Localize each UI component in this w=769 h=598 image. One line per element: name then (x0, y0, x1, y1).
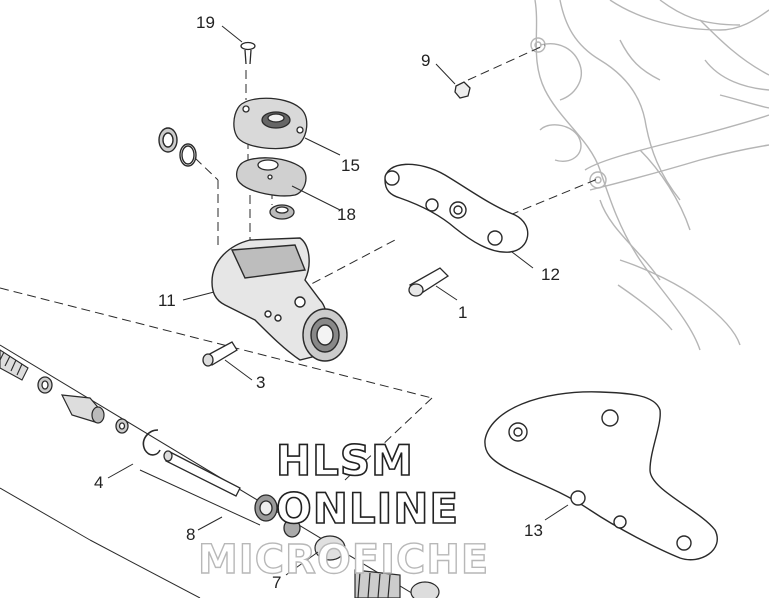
callout-4: 4 (94, 473, 104, 492)
reservoir-cover-part-15 (233, 97, 308, 150)
assembly-axis-lines (0, 344, 421, 598)
bolt-part-1 (408, 267, 450, 297)
callout-leader-lines (107, 25, 569, 576)
gasket-part-18 (235, 157, 307, 197)
callout-9: 9 (421, 51, 431, 70)
piston-part (60, 394, 105, 424)
small-washer-part (115, 418, 129, 434)
watermark-line-1: HLSM (275, 436, 414, 485)
push-rod-part (163, 450, 241, 497)
spring-part (0, 349, 29, 381)
screw-part-19 (240, 41, 256, 65)
callout-11: 11 (158, 291, 176, 310)
seal-rings (158, 127, 197, 167)
callout-19: 19 (196, 13, 215, 32)
snap-ring-part-4 (142, 429, 161, 456)
callout-3: 3 (256, 373, 266, 392)
callout-1: 1 (458, 303, 468, 322)
callout-12: 12 (541, 265, 560, 284)
boot-part-8 (254, 494, 301, 538)
callout-15: 15 (341, 156, 360, 175)
bracket-part-13 (484, 391, 718, 561)
frame-background-drawing (530, 0, 769, 351)
dashed-leader-lines (0, 44, 601, 481)
watermark-line-3: MICROFICHE (197, 537, 490, 583)
washer-part (37, 376, 53, 394)
watermark-line-2: ONLINE (275, 484, 460, 533)
bracket-part-12 (384, 163, 529, 253)
callout-18: 18 (337, 205, 356, 224)
callout-7: 7 (272, 573, 282, 592)
callout-8: 8 (186, 525, 196, 544)
master-cylinder-part-11 (211, 237, 348, 362)
spring-assembly-part-7 (314, 535, 440, 598)
bolt-part-9 (454, 81, 471, 99)
diaphragm-part (269, 204, 295, 220)
pin-part-3 (202, 341, 238, 367)
callout-13: 13 (524, 521, 543, 540)
